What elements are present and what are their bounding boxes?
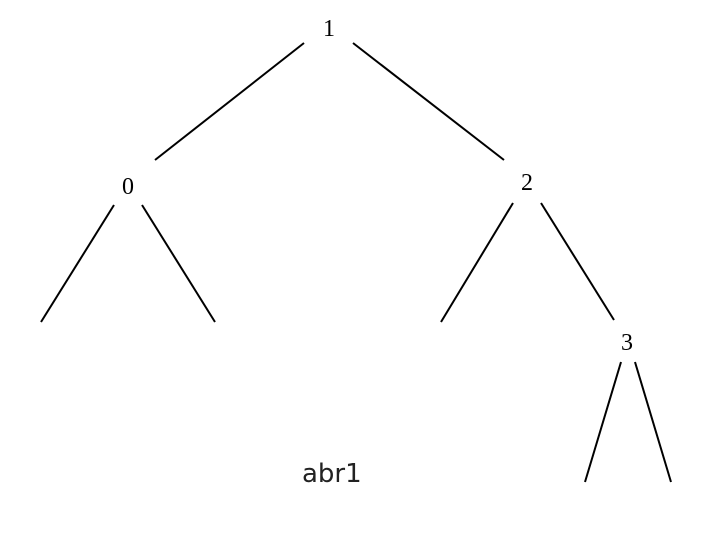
edge-3-empty-left	[584, 361, 622, 483]
edge-0-empty-right	[141, 204, 216, 323]
tree-node-0: 0	[122, 174, 134, 200]
edge-2-3	[540, 202, 615, 321]
edge-1-0	[154, 42, 305, 161]
edge-0-empty-left	[40, 204, 115, 323]
tree-node-2: 2	[521, 170, 533, 196]
edge-1-2	[352, 42, 505, 161]
edge-3-empty-right	[634, 361, 672, 483]
tree-caption: abr1	[302, 459, 362, 489]
tree-node-3: 3	[621, 330, 633, 356]
edge-2-empty-left	[440, 202, 514, 323]
tree-node-1: 1	[323, 16, 335, 42]
